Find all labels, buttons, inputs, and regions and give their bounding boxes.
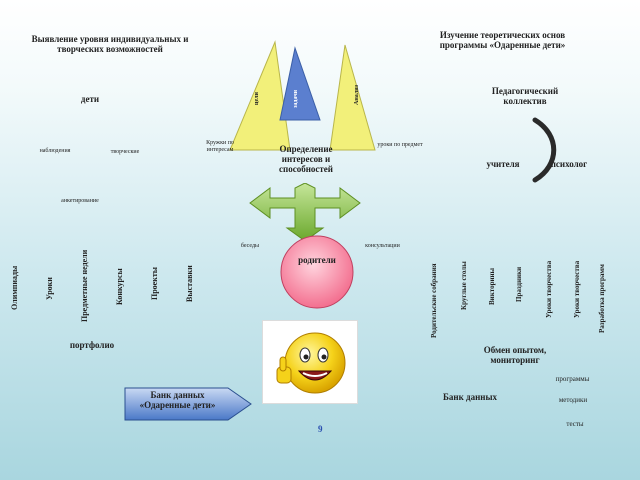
vert-right-2: Викторины [488,267,496,305]
bank-arrow-text: Банк данных «Одаренные дети» [139,390,216,410]
triangle-right-label: Анализ [354,84,360,105]
label-ped: Педагогический коллектив [491,86,559,106]
parents-label: родители [298,255,336,265]
triangle-left [229,40,291,151]
bank-arrow [124,387,252,421]
center-title: Определение интересов и способностей [279,144,333,174]
triangle-center [279,46,321,121]
label-tl1: наблюдения [39,148,71,154]
triangle-right [329,44,376,151]
right-bracket [532,117,557,183]
green-cross-arrow [249,183,361,242]
vert-right-1: Круглые столы [460,261,468,310]
vert-right-4: Уроки творчества [545,260,553,318]
triangle-center-label: задачи [293,89,299,108]
label-circle-left: беседы [240,243,260,249]
vert-right-5: Уроки творчества [573,260,581,318]
vert-right-3: Праздники [515,266,523,302]
triangles-cluster [229,40,376,151]
smiley-box [262,320,358,404]
label-tl3: анкетирование [61,198,99,204]
vert-right-6: Разработка программ [598,264,606,333]
label-center-small-left: Кружки по интересам [206,140,234,153]
label-deti: дети [80,94,100,104]
vert-left-1: Уроки [45,277,54,300]
top-right-title: Изучение теоретических основ программы «… [439,30,566,50]
vert-left-0: Олимпиады [10,265,19,310]
label-tl2: творческие [110,149,140,155]
label-psych: психолог [550,159,588,169]
top-left-title: Выявление уровня индивидуальных и творче… [31,34,189,54]
triangle-left-label: цели [254,92,260,105]
label-center-small-right: уроки по предмет [377,142,423,148]
vert-left-5: Выставки [185,265,194,302]
label-programs: программы [555,375,590,383]
vert-right-0: Родительские собрания [430,263,438,338]
vert-left-2: Предметные недели [80,249,89,322]
label-tests: тесты [566,420,584,428]
label-methods: методики [558,396,588,404]
vert-left-4: Проекты [150,266,159,300]
label-portfolio: портфолио [69,340,115,350]
label-exchange: Обмен опытом, мониторинг [483,345,547,365]
parents-circle [280,235,354,309]
label-teachers: учителя [486,159,520,169]
label-bank: Банк данных [442,392,498,402]
page-number: 9 [318,424,323,434]
smiley-icon [276,332,346,394]
vert-left-3: Конкурсы [115,268,124,305]
label-circle-right: консультации [365,243,400,249]
